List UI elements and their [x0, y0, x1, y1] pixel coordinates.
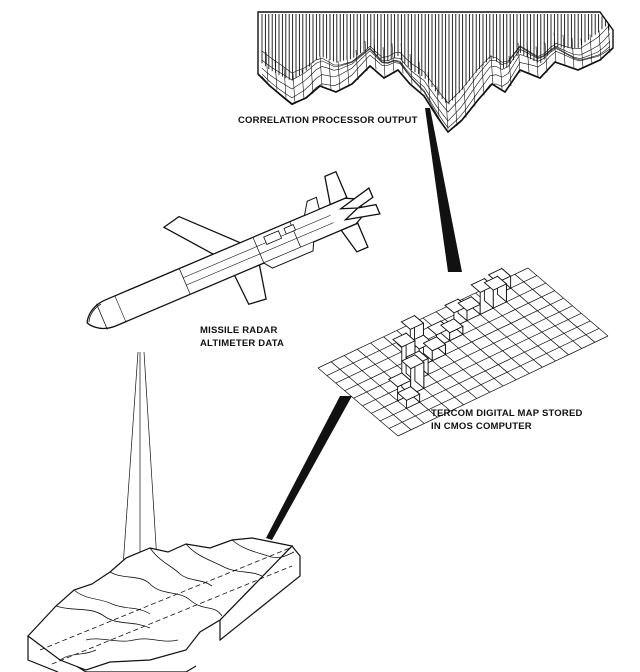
correlation-surface-mesh: [261, 22, 611, 133]
map-label-line2: IN CMOS COMPUTER: [431, 421, 532, 432]
connector-wedge-lower: [266, 396, 352, 540]
map-label-line1: TERCOM DIGITAL MAP STORED: [431, 408, 583, 419]
correlation-output-label: CORRELATION PROCESSOR OUTPUT: [238, 115, 418, 126]
radar-label-line2: ALTIMETER DATA: [200, 338, 284, 349]
terrain-block-icon: [27, 537, 301, 672]
digital-map-grid-icon: [317, 267, 609, 437]
connector-wedge-upper: [425, 108, 462, 272]
correlation-surface-hatch: [261, 14, 610, 105]
cruise-missile-icon: [86, 170, 381, 330]
radar-label-line1: MISSILE RADAR: [200, 325, 278, 336]
correlation-surface: [257, 11, 614, 134]
